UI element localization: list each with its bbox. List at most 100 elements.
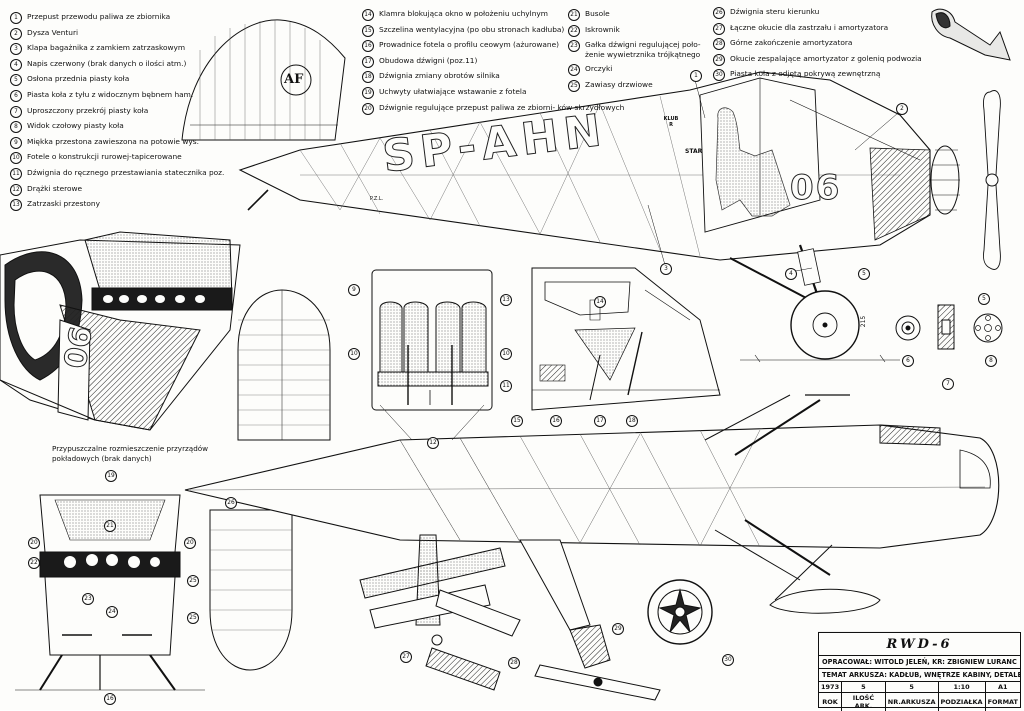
callout-marker: 9 xyxy=(348,284,360,296)
legend-row: 10 Fotele o konstrukcji rurowej-tapicerow… xyxy=(10,152,200,164)
callout-marker: 26 xyxy=(225,497,237,509)
small-marking: P.Z.L. xyxy=(370,196,383,202)
legend-number: 14 xyxy=(362,9,374,21)
callout-marker: 30 xyxy=(722,654,734,666)
shock-absorber-detail xyxy=(520,540,660,700)
tail-logo: AF xyxy=(284,72,303,87)
callout-marker: 15 xyxy=(511,415,523,427)
legend-row: 27 Łączne okucie dla zastrzału i amortyza… xyxy=(713,23,923,35)
legend-text: Zawiasy drzwiowe xyxy=(585,80,653,90)
callout-marker: 21 xyxy=(104,520,116,532)
title-label: ROK xyxy=(819,693,842,711)
title-label: FORMAT xyxy=(985,693,1020,711)
legend-text: Dźwignia do ręcznego przestawiania state… xyxy=(27,168,224,178)
legend-text: Napis czerwony (brak danych o ilości atm… xyxy=(27,59,186,69)
legend-row: 24 Orczyki xyxy=(568,64,708,76)
title-main: RWD-6 xyxy=(819,633,1020,656)
legend-row: 1 Przepust przewodu paliwa ze zbiornika xyxy=(10,12,200,24)
legend-row: 4 Napis czerwony (brak danych o ilości at… xyxy=(10,59,200,71)
legend-number: 22 xyxy=(568,25,580,37)
legend-number: 29 xyxy=(713,54,725,66)
legend-number: 8 xyxy=(10,121,22,133)
callout-marker: 28 xyxy=(508,657,520,669)
callout-marker: 5 xyxy=(978,293,990,305)
legend-text: Uchwyty ułatwiające wstawanie z fotela xyxy=(379,87,526,97)
legend-number: 30 xyxy=(713,69,725,81)
legend-number: 9 xyxy=(10,137,22,149)
title-value: 5 xyxy=(885,682,938,693)
callout-marker: 17 xyxy=(594,415,606,427)
cockpit-perspective-view xyxy=(0,232,240,430)
legend-text: Fotele o konstrukcji rurowej-tapicerowan… xyxy=(27,152,182,162)
callout-marker: 23 xyxy=(82,593,94,605)
strut-fitting-detail xyxy=(360,535,520,690)
venturi-detail xyxy=(932,9,1010,60)
legend-text: Busole xyxy=(585,9,610,19)
callout-marker: 12 xyxy=(427,437,439,449)
cabin-side-view xyxy=(532,268,720,410)
callout-marker: 4 xyxy=(785,268,797,280)
legend-number: 13 xyxy=(10,199,22,211)
title-subject: TEMAT ARKUSZA: KADŁUB, WNĘTRZE KABINY, D… xyxy=(819,669,1020,682)
legend-text: Zatrzaski przestony xyxy=(27,199,100,209)
wheel-hub-details xyxy=(896,305,1002,349)
legend-row: 5 Osłona przednia piasty koła xyxy=(10,74,200,86)
legend-text: Okucie zespalające amortyzator z goleniq… xyxy=(730,54,922,64)
legend-row: 14 Klamra blokująca okno w położeniu uchy… xyxy=(362,9,562,21)
title-value: 1:10 xyxy=(938,682,985,693)
legend-text: Piasta koła z tyłu z widocznym bębnem ha… xyxy=(27,90,193,100)
callout-marker: 18 xyxy=(626,415,638,427)
legend-text: Iskrownik xyxy=(585,25,620,35)
legend-number: 4 xyxy=(10,59,22,71)
legend-text: Szczelina wentylacyjna (po obu stronach … xyxy=(379,25,564,35)
legend-number: 24 xyxy=(568,64,580,76)
legend-text: Piasta koła z odjętą pokrywą zewnętrzną xyxy=(730,69,880,79)
legend-text: Klamra blokująca okno w położeniu uchyln… xyxy=(379,9,548,19)
legend-number: 6 xyxy=(10,90,22,102)
legend-text: Uproszczony przekrój piasty koła xyxy=(27,106,148,116)
legend-text: Obudowa dźwigni (poz.11) xyxy=(379,56,477,66)
club-badge: KLUB R xyxy=(662,116,680,128)
title-value: A1 xyxy=(985,682,1020,693)
callout-marker: 5 xyxy=(858,268,870,280)
seats-front-view xyxy=(372,270,492,440)
callout-marker: 7 xyxy=(942,378,954,390)
dimension-label: 215 xyxy=(860,316,867,327)
callout-marker: 25 xyxy=(187,575,199,587)
legend-number: 27 xyxy=(713,23,725,35)
legend-row: 21 Busole xyxy=(568,9,708,21)
legend-number: 28 xyxy=(713,38,725,50)
legend-row: 29 Okucie zespalające amortyzator z golen… xyxy=(713,54,923,66)
legend-text: Orczyki xyxy=(585,64,612,74)
legend-text: Osłona przednia piasty koła xyxy=(27,74,129,84)
legend-text: Dźwignia steru kierunku xyxy=(730,7,819,17)
legend-number: 26 xyxy=(713,7,725,19)
legend-text: Górne zakończenie amortyzatora xyxy=(730,38,852,48)
legend-number: 5 xyxy=(10,74,22,86)
legend-number: 10 xyxy=(10,152,22,164)
legend-number: 1 xyxy=(10,12,22,24)
legend-text: Przepust przewodu paliwa ze zbiornika xyxy=(27,12,170,22)
legend-number: 3 xyxy=(10,43,22,55)
legend-number: 21 xyxy=(568,9,580,21)
callout-marker: 22 xyxy=(28,557,40,569)
title-label: PODZIAŁKA xyxy=(938,693,985,711)
callout-marker: 29 xyxy=(612,623,624,635)
legend-text: Łączne okucie dla zastrzału i amortyzato… xyxy=(730,23,888,33)
legend-number: 2 xyxy=(10,28,22,40)
title-label: ILOŚĆ ARK. xyxy=(842,693,886,711)
title-block: RWD-6 OPRACOWAŁ: WITOLD JELEŃ, KR: ZBIGN… xyxy=(818,632,1021,708)
legend-number: 18 xyxy=(362,71,374,83)
legend-number: 11 xyxy=(10,168,22,180)
legend-middle: 14 Klamra blokująca okno w położeniu uchy… xyxy=(362,9,562,118)
legend-number: 20 xyxy=(362,103,374,115)
legend-row: 30 Piasta koła z odjętą pokrywą zewnętrzn… xyxy=(713,69,923,81)
